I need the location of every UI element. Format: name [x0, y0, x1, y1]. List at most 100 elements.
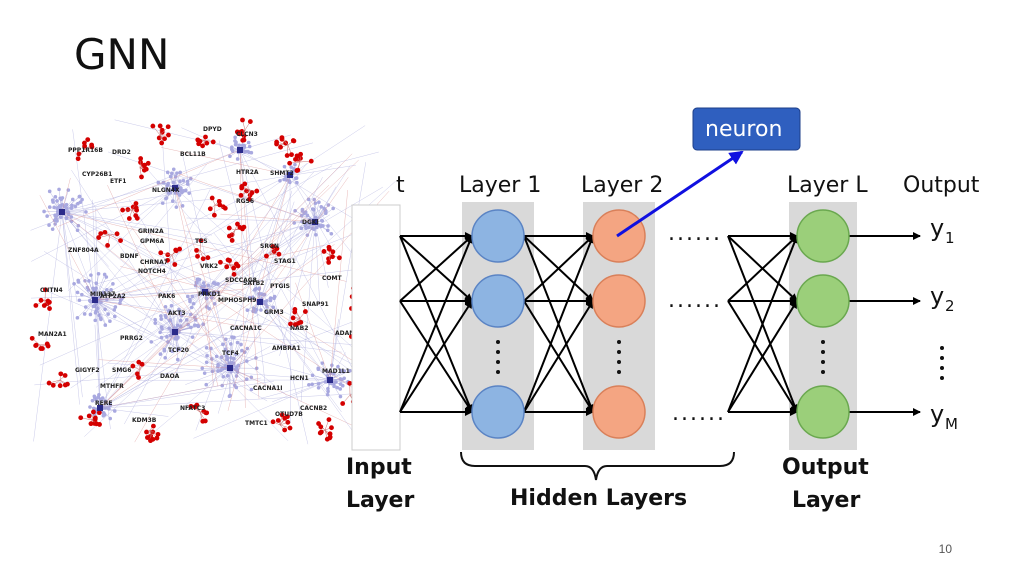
graph-node: [195, 323, 200, 328]
gene-label: RERE: [95, 400, 112, 407]
graph-red-node: [50, 382, 56, 388]
edge-pre-lL-2-0: [727, 235, 799, 413]
graph-link: [99, 159, 359, 409]
graph-red-node: [197, 138, 203, 144]
gene-label: TMTC1: [245, 420, 268, 427]
graph-hub: [172, 329, 178, 335]
graph-node: [175, 357, 180, 362]
graph-red-node: [47, 306, 52, 311]
graph-red-node: [324, 436, 330, 442]
graph-link: [300, 221, 316, 403]
graph-node: [264, 310, 269, 314]
graph-spoke: [73, 283, 96, 301]
graph-node: [204, 346, 209, 350]
graph-red-node: [318, 424, 324, 430]
graph-link: [99, 326, 237, 409]
graph-node: [237, 143, 242, 148]
graph-link: [99, 243, 335, 409]
network-edges: [399, 232, 921, 416]
graph-red-node: [321, 249, 327, 254]
graph-node: [42, 209, 46, 214]
graph-red-node: [94, 421, 99, 427]
graph-red-node: [282, 427, 288, 433]
graph-red-node: [33, 343, 39, 349]
graph-red-node: [130, 363, 136, 369]
graph-red-node: [330, 254, 335, 260]
graph-red-node: [279, 135, 285, 141]
graph-node: [160, 201, 165, 205]
graph-hub: [59, 209, 65, 215]
graph-node: [88, 312, 93, 317]
graph-red-node: [202, 418, 208, 424]
graph-node: [57, 187, 61, 192]
graph-red-node: [136, 375, 141, 380]
graph-red-node: [288, 321, 293, 327]
graph-red-node: [173, 247, 179, 253]
graph-hub: [312, 219, 318, 225]
graph-red-node: [289, 152, 294, 158]
graph-red-node: [238, 192, 244, 198]
graph-spoke: [229, 342, 238, 369]
gene-label: PTGIS: [270, 283, 290, 290]
graph-node: [201, 281, 206, 285]
output-yM: y M: [930, 400, 958, 433]
graph-link: [217, 174, 291, 414]
graph-red-node: [318, 429, 324, 435]
graph-red-node: [237, 225, 243, 230]
graph-red-node: [133, 213, 139, 219]
graph-red-node: [33, 303, 39, 308]
graph-link: [314, 221, 321, 306]
graph-link: [61, 211, 78, 303]
graph-spoke: [229, 367, 252, 390]
input-layer-label-1: Input: [346, 455, 412, 480]
graph-red-node: [240, 137, 246, 143]
graph-red-node: [292, 309, 298, 315]
graph-red-node: [227, 258, 232, 263]
gene-label: BCL11B: [180, 151, 206, 158]
graph-node: [249, 387, 254, 392]
gene-label: HCN1: [290, 375, 309, 382]
gene-label: DRD2: [112, 149, 131, 156]
graph-red-node: [144, 429, 149, 435]
graph-red-node: [45, 298, 51, 304]
graph-node: [174, 205, 179, 209]
graph-node: [339, 368, 344, 373]
graph-link: [174, 264, 284, 333]
graph-red-node: [76, 151, 82, 157]
graph-link: [99, 407, 169, 417]
graph-node: [254, 307, 259, 312]
gene-label: GRIN2A: [138, 228, 164, 235]
graph-red-node: [274, 246, 280, 251]
graph-red-node: [290, 138, 296, 143]
graph-node: [159, 317, 164, 321]
graph-red-node: [241, 133, 247, 139]
edge-pre-lL-2-1: [727, 300, 798, 413]
graph-red-node: [114, 231, 120, 237]
gene-label: CACNA1C: [230, 325, 262, 332]
graph-red-node: [204, 410, 210, 416]
graph-node: [173, 336, 177, 341]
graph-node: [170, 349, 175, 353]
graph-link: [114, 119, 241, 151]
graph-node: [111, 282, 115, 286]
output-layer-label-2: Layer: [792, 488, 860, 513]
graph-node: [52, 205, 57, 210]
graph-node: [178, 179, 182, 184]
edge-in-l1-2-0: [399, 235, 474, 413]
graph-red-node: [239, 184, 245, 189]
graph-link: [239, 149, 260, 399]
graph-node: [73, 204, 78, 209]
graph-link: [145, 367, 231, 440]
graph-node: [188, 325, 193, 330]
graph-link: [61, 177, 71, 213]
graph-red-node: [218, 259, 223, 265]
graph-node: [163, 356, 168, 360]
graph-node: [293, 162, 297, 167]
graph-node: [160, 327, 164, 331]
graph-node: [305, 213, 310, 218]
input-panel: [351, 204, 401, 451]
graph-link: [94, 165, 333, 301]
graph-node: [214, 354, 219, 359]
gene-label: PRRG2: [120, 335, 143, 342]
graph-red-node: [195, 253, 200, 259]
